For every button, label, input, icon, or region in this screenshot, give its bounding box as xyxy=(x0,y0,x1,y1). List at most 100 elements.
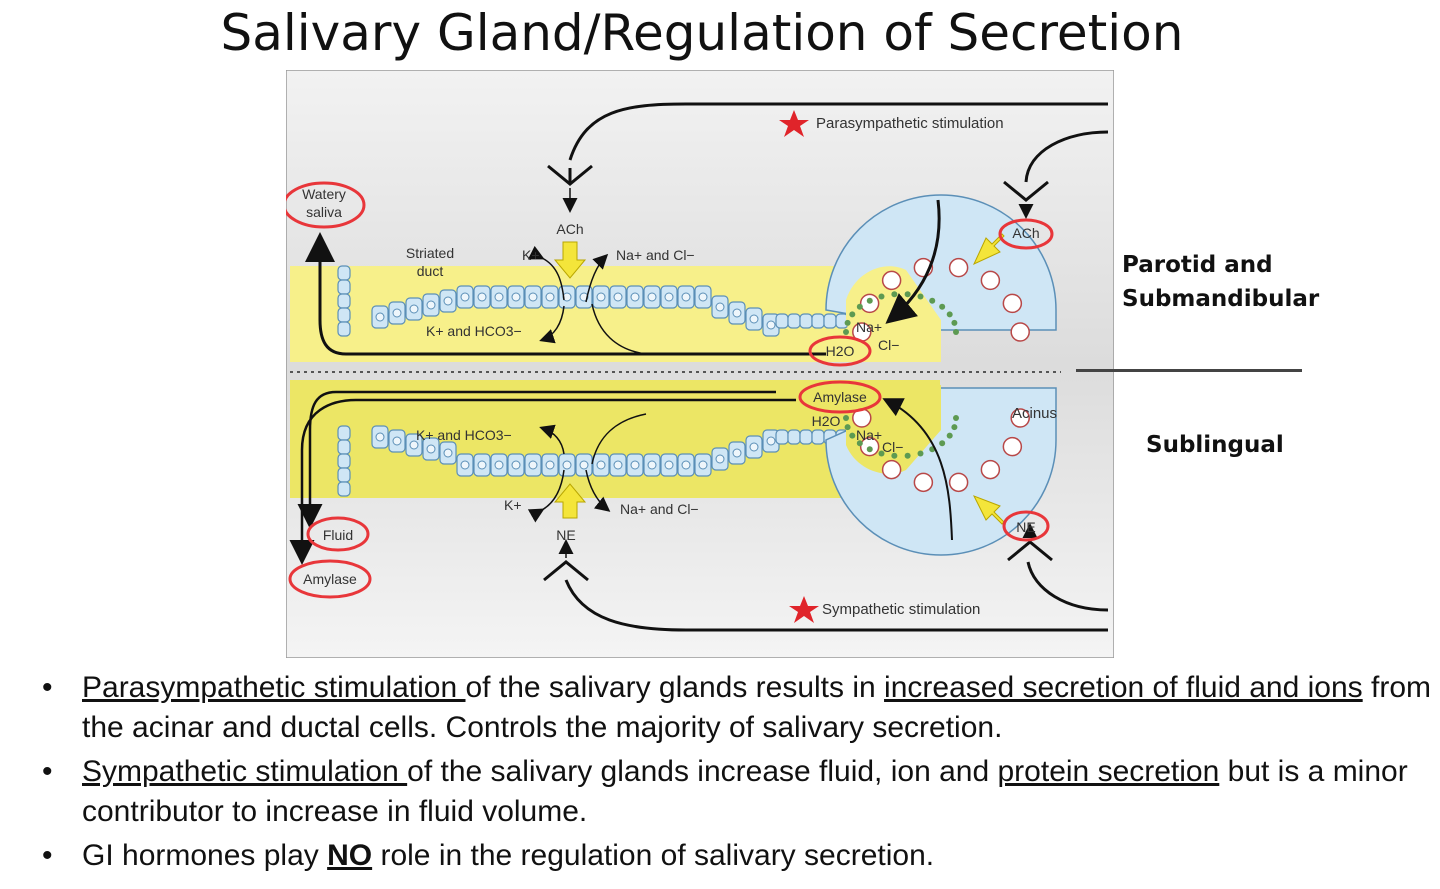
cell-nucleus xyxy=(528,292,538,302)
sympathetic-star xyxy=(789,596,819,623)
cell-nucleus xyxy=(494,460,504,470)
cell-nucleus xyxy=(477,292,487,302)
acinar-cell-nucleus xyxy=(1010,408,1030,428)
ach-right-highlight xyxy=(998,218,1054,250)
amylase-out-label: Amylase xyxy=(303,571,357,587)
acinar-amylase-arrow xyxy=(882,398,953,541)
secretory-granule xyxy=(953,415,959,421)
na-cl-top-label: Na+ and Cl− xyxy=(616,247,695,263)
cell-nucleus xyxy=(664,292,674,302)
duct-cell xyxy=(775,313,789,329)
watery-saliva-label-2: saliva xyxy=(306,204,342,220)
ne-right-label: NE xyxy=(1016,519,1035,535)
h2o-top-highlight xyxy=(808,335,872,367)
cell-nucleus xyxy=(596,292,606,302)
sympathetic-label: Sympathetic stimulation xyxy=(822,601,980,618)
duct-cell xyxy=(799,313,813,329)
acinar-cell-nucleus xyxy=(980,459,1001,480)
salivary-gland-diagram: Parasympathetic stimulation Sympathetic … xyxy=(286,70,1114,658)
acinar-cell-nucleus xyxy=(881,270,902,291)
bullet-gi-hormones: GI hormones play NO role in the regulati… xyxy=(40,836,1435,876)
secretory-granule xyxy=(917,450,924,457)
cell-nucleus xyxy=(647,460,657,470)
lower-striated-duct-cells xyxy=(371,425,849,477)
ne-right-highlight xyxy=(1002,510,1050,542)
cell-nucleus xyxy=(426,444,436,454)
secretory-granule xyxy=(951,424,958,431)
cell-nucleus xyxy=(698,460,708,470)
sympathetic-nerve-right xyxy=(1026,561,1109,612)
na-cl-reabsorb-arrow-bottom xyxy=(585,469,611,512)
acinar-cell-nucleus xyxy=(913,472,934,493)
secretory-granule xyxy=(866,297,873,304)
secretory-granule xyxy=(844,319,851,326)
secretory-granule xyxy=(849,432,856,439)
secretory-granule xyxy=(904,291,911,298)
striated-duct-label-2: duct xyxy=(417,263,444,279)
k-hco3-arrow-top xyxy=(539,305,565,344)
watery-saliva-flow-arrow xyxy=(305,232,826,356)
secretory-granule xyxy=(843,329,849,335)
cell-nucleus xyxy=(613,460,623,470)
duct-cell xyxy=(337,265,351,281)
cell-nucleus xyxy=(715,302,725,312)
cell-nucleus xyxy=(443,448,453,458)
k-hco3-arrow-bottom xyxy=(539,424,565,455)
acinar-cell-nucleus xyxy=(948,472,969,493)
cell-nucleus xyxy=(647,292,657,302)
cell-nucleus xyxy=(749,442,759,452)
duct-cell xyxy=(811,313,825,329)
cell-nucleus xyxy=(426,300,436,310)
secretory-granule xyxy=(939,303,946,310)
slide-title: Salivary Gland/Regulation of Secretion xyxy=(220,4,1184,62)
nerve-ending-bottom-right xyxy=(1007,540,1053,562)
sympathetic-nerve xyxy=(564,579,1108,632)
cell-nucleus xyxy=(494,292,504,302)
acinar-secretion-arrow xyxy=(885,199,941,324)
secretory-granule xyxy=(866,446,873,453)
cell-nucleus xyxy=(732,448,742,458)
ne-right-yellow-arrow xyxy=(972,495,1005,525)
cell-nucleus xyxy=(409,304,419,314)
parotid-submandibular-label: Parotid and Submandibular xyxy=(1122,252,1320,312)
duct-cell xyxy=(337,425,351,441)
secretory-granule xyxy=(891,452,898,459)
ach-top-label: ACh xyxy=(556,221,583,237)
acinar-cell-nucleus xyxy=(881,459,902,480)
amylase-mid-label: Amylase xyxy=(813,389,867,405)
nerve-ending-bottom-left xyxy=(543,560,589,582)
figure-background xyxy=(286,70,1114,658)
duct-cell xyxy=(337,453,351,469)
fluid-label: Fluid xyxy=(323,527,353,543)
cell-nucleus xyxy=(528,460,538,470)
cell-nucleus xyxy=(375,432,385,442)
cell-nucleus xyxy=(443,296,453,306)
secretory-granule xyxy=(939,440,946,447)
duct-cell xyxy=(787,313,801,329)
parasympathetic-label: Parasympathetic stimulation xyxy=(816,115,1004,132)
duct-cell xyxy=(823,313,837,329)
duct-cell xyxy=(811,429,825,445)
secretory-granule xyxy=(929,297,936,304)
k-bottom-label: K+ xyxy=(504,497,522,513)
secretory-granule xyxy=(904,452,911,459)
cell-nucleus xyxy=(766,320,776,330)
secretory-granule xyxy=(953,329,959,335)
duct-cell xyxy=(337,321,351,337)
cell-nucleus xyxy=(409,440,419,450)
duct-cell xyxy=(337,279,351,295)
na-bottom-label: Na+ xyxy=(856,427,882,443)
cl-bottom-label: Cl− xyxy=(882,439,903,455)
nerve-ending-top-left xyxy=(547,164,593,186)
duct-cell xyxy=(337,293,351,309)
cell-nucleus xyxy=(511,460,521,470)
h2o-bottom-label: H2O xyxy=(812,413,841,429)
cell-nucleus xyxy=(715,454,725,464)
cell-nucleus xyxy=(613,292,623,302)
parasympathetic-nerve-right xyxy=(1024,130,1109,183)
cell-nucleus xyxy=(562,460,572,470)
amylase-mid-highlight xyxy=(798,380,882,414)
secretory-granule xyxy=(951,319,958,326)
fluid-highlight xyxy=(306,516,370,552)
amylase-flow-arrow xyxy=(289,398,796,565)
